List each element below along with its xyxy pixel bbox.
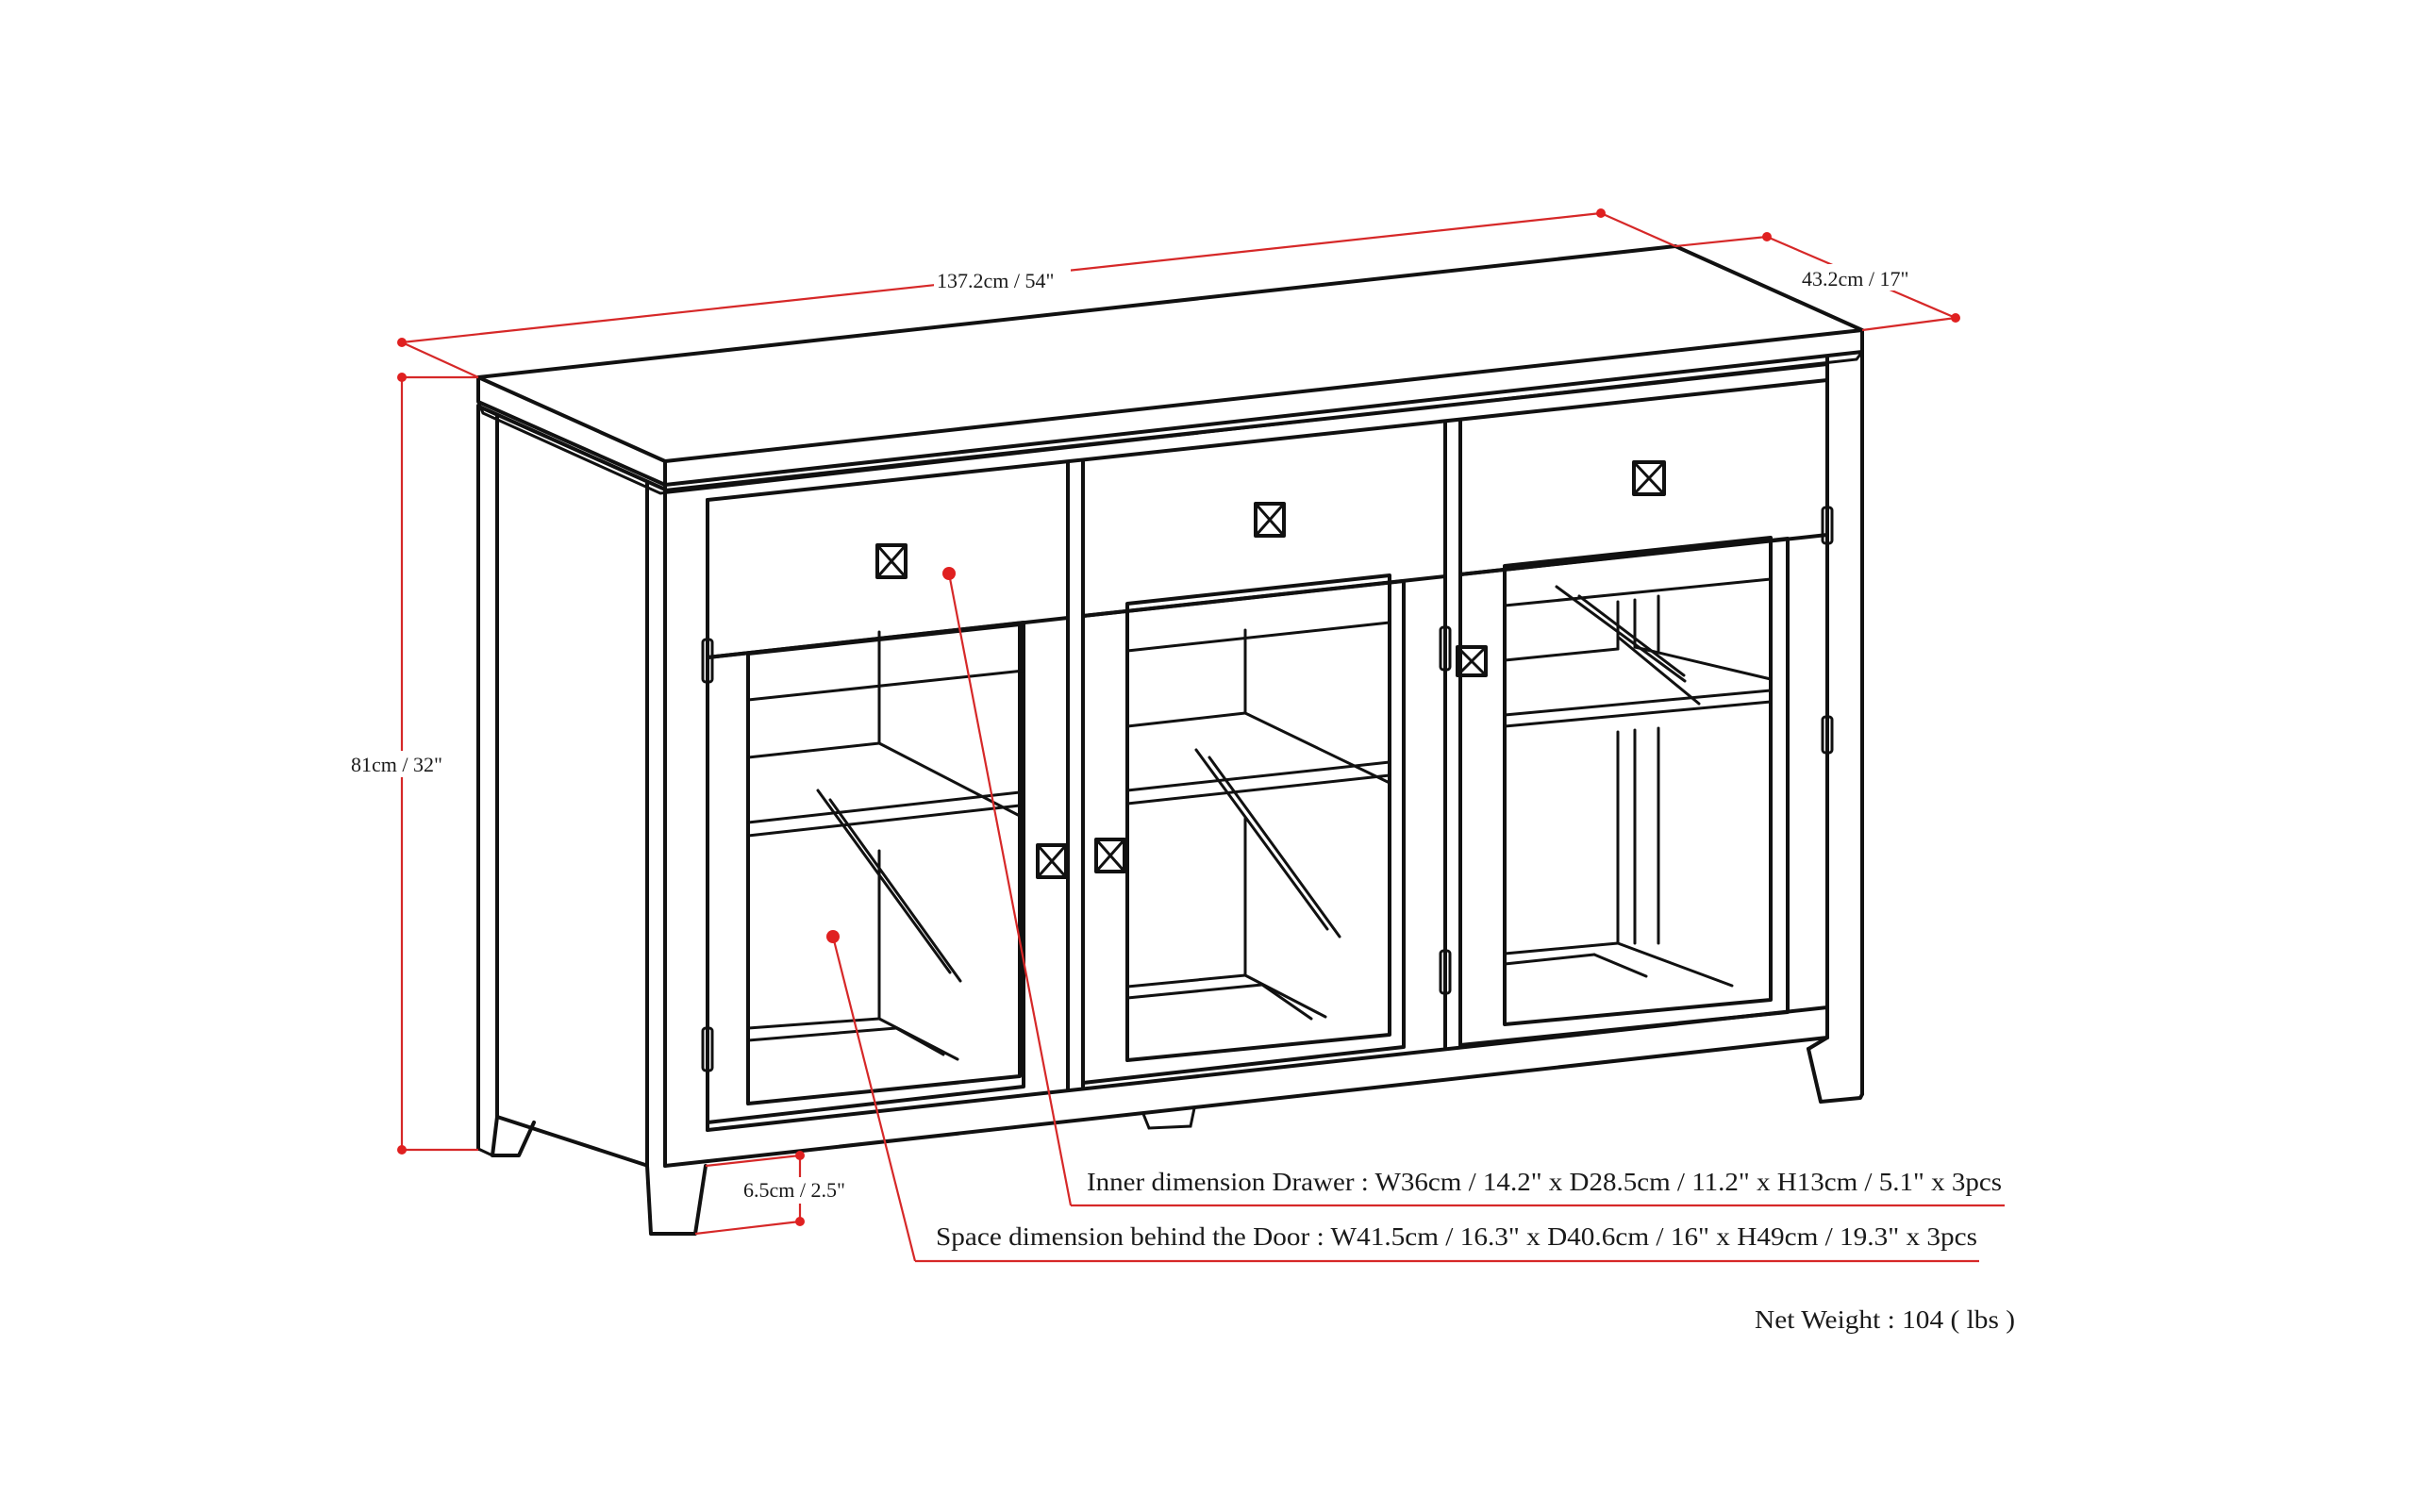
square-x-knob-icon [1254, 502, 1286, 538]
door-space-dimension-label: Space dimension behind the Door : W41.5c… [936, 1222, 1977, 1251]
dimension-endpoint-dot [795, 1151, 805, 1160]
square-x-knob-icon [1456, 645, 1488, 677]
square-x-knob-icon [875, 543, 908, 579]
front-left-post [645, 481, 708, 1236]
sideboard-drawing [476, 244, 1864, 1236]
width-label: 137.2cm / 54" [937, 269, 1054, 292]
dimension-endpoint-dot [1951, 313, 1960, 323]
glass-door-left [701, 621, 1025, 1124]
net-weight-label: Net Weight : 104 ( lbs ) [1755, 1305, 2015, 1334]
glass-door-right [1458, 506, 1834, 1047]
front-right-post [1807, 350, 1864, 1104]
square-x-knob-icon [1632, 460, 1666, 496]
left-side-panel [476, 404, 647, 1167]
square-x-knob-icon [1036, 843, 1068, 879]
dimension-endpoint-dot [397, 338, 407, 347]
callout-anchor-dot [826, 930, 840, 943]
dimension-endpoint-dot [1762, 232, 1772, 241]
depth-label: 43.2cm / 17" [1802, 267, 1908, 291]
dimension-endpoint-dot [397, 1145, 407, 1155]
leg-clearance-label: 6.5cm / 2.5" [743, 1178, 845, 1202]
drawer-knobs [875, 460, 1666, 579]
dimension-endpoint-dot [397, 373, 407, 382]
height-label: 81cm / 32" [351, 753, 442, 776]
square-x-knob-icon [1094, 838, 1126, 873]
dimension-lines [397, 208, 2005, 1263]
glass-door-center [1081, 573, 1452, 1085]
dimension-labels: 137.2cm / 54" 43.2cm / 17" 81cm / 32" 6.… [349, 264, 2015, 1334]
dimension-endpoint-dot [1596, 208, 1606, 218]
tabletop [476, 244, 1864, 495]
dimension-endpoint-dot [795, 1217, 805, 1226]
drawer-inner-dimension-label: Inner dimension Drawer : W36cm / 14.2" x… [1087, 1168, 2002, 1196]
callout-anchor-dot [942, 567, 956, 580]
